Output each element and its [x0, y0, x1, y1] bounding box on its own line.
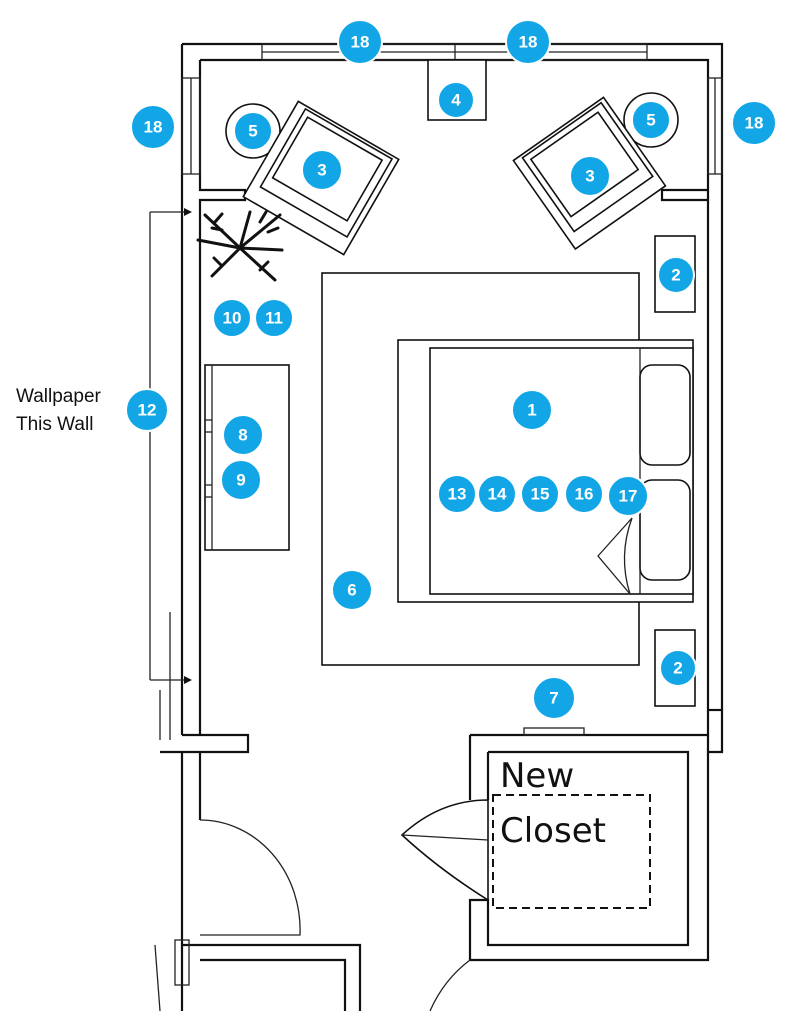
badge-closet-fixture: 7 — [532, 676, 576, 720]
badge-wallpaper-wall: 12 — [125, 388, 169, 432]
badge-label: 9 — [236, 471, 245, 490]
badge-plant-a: 10 — [212, 298, 252, 338]
badge-label: 2 — [671, 266, 680, 285]
closet — [400, 794, 651, 909]
badge-plant-b: 11 — [254, 298, 294, 338]
badge-armchair-left: 3 — [301, 149, 343, 191]
badge-side-table-right: 5 — [631, 100, 671, 140]
badge-label: 10 — [223, 309, 242, 328]
badge-label: 6 — [347, 581, 356, 600]
badge-label: 13 — [448, 485, 467, 504]
badge-bedding-13: 13 — [437, 474, 477, 514]
closet-label-line1: New — [500, 756, 574, 796]
badge-bedding-14: 14 — [477, 474, 517, 514]
wallpaper-label-line1: Wallpaper — [16, 386, 102, 407]
badge-window-top-left: 18 — [337, 19, 383, 65]
badge-label: 4 — [451, 91, 461, 110]
badge-bedding-15: 15 — [520, 474, 560, 514]
bed — [397, 339, 694, 603]
badge-label: 18 — [351, 33, 370, 52]
badge-window-top-right: 18 — [505, 19, 551, 65]
badge-side-table-left: 5 — [233, 111, 273, 151]
badge-label: 14 — [488, 485, 507, 504]
badge-label: 18 — [745, 114, 764, 133]
badge-window-table: 4 — [437, 81, 475, 119]
badge-nightstand-top: 2 — [657, 256, 695, 294]
badge-label: 16 — [575, 485, 594, 504]
badge-bed: 1 — [511, 389, 553, 431]
wallpaper-label-line2: This Wall — [16, 414, 93, 435]
plant-icon — [196, 210, 284, 282]
badge-label: 5 — [248, 122, 257, 141]
badge-label: 11 — [265, 309, 283, 328]
badge-label: 15 — [531, 485, 550, 504]
badge-label: 8 — [238, 426, 247, 445]
badge-window-right: 18 — [731, 100, 777, 146]
badge-rug: 6 — [331, 569, 373, 611]
closet-label-line2: Closet — [500, 811, 606, 851]
dresser — [204, 364, 290, 551]
badge-label: 3 — [585, 167, 594, 186]
badge-nightstand-bottom: 2 — [659, 649, 697, 687]
badge-label: 18 — [144, 118, 163, 137]
badge-label: 17 — [619, 487, 638, 506]
badge-window-left: 18 — [130, 104, 176, 150]
badge-label: 18 — [519, 33, 538, 52]
badge-dresser-b: 9 — [220, 459, 262, 501]
badge-bedding-17: 17 — [607, 475, 649, 517]
badge-label: 5 — [646, 111, 655, 130]
badge-label: 12 — [138, 401, 157, 420]
badge-label: 7 — [549, 689, 558, 708]
badge-label: 2 — [673, 659, 682, 678]
wallpaper-arrow — [149, 208, 192, 684]
badge-bedding-16: 16 — [564, 474, 604, 514]
badge-label: 3 — [317, 161, 326, 180]
badge-dresser-a: 8 — [222, 414, 264, 456]
badge-label: 1 — [527, 401, 536, 420]
badge-armchair-right: 3 — [569, 155, 611, 197]
